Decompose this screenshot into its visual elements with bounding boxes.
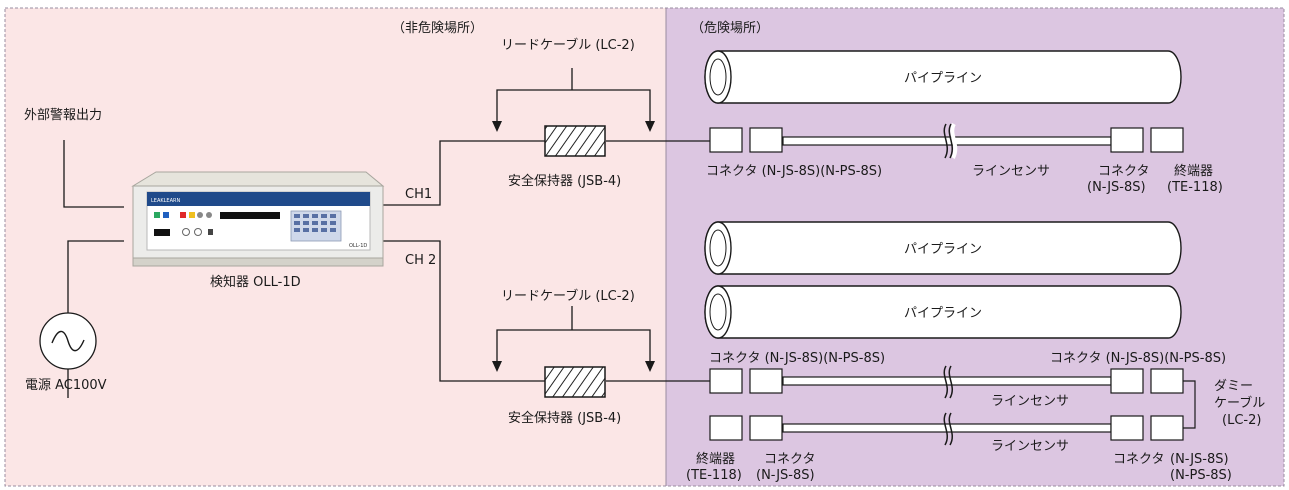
connector-end-label-3: コネクタ (1113, 452, 1164, 467)
connector-ps-3-end (1150, 415, 1184, 441)
pipeline-label-2: パイプライン (904, 242, 982, 257)
connector-js-3-end (1110, 415, 1144, 441)
terminator-model-1: (TE-118) (1167, 180, 1223, 195)
safety-barrier-label-bottom: 安全保持器 (JSB-4) (508, 410, 621, 426)
dummy-cable-link (1183, 380, 1196, 429)
wiring (63, 68, 710, 398)
power-label: 電源 AC100V (25, 378, 107, 393)
connector-model-3: (N-JS-8S) (756, 468, 815, 483)
terminator-model-3: (TE-118) (686, 468, 742, 483)
ch2-label: CH 2 (405, 253, 436, 268)
safety-barrier-label-top: 安全保持器 (JSB-4) (508, 173, 621, 189)
connector-js-1-end (1110, 127, 1144, 153)
break-marks (943, 122, 958, 446)
connector-end-model-1: (N-JS-8S) (1087, 180, 1146, 195)
terminator-3 (709, 415, 743, 441)
connector-end-js-3: (N-JS-8S) (1170, 452, 1229, 467)
detector-label: 検知器 OLL-1D (210, 274, 301, 290)
connector-ps-2 (749, 368, 783, 394)
connector-js-1 (709, 127, 743, 153)
connector-end-ps-3: (N-PS-8S) (1170, 468, 1232, 483)
arrowheads (492, 121, 655, 372)
dummy-cable-label-1: ダミー (1214, 379, 1253, 394)
safety-barrier-bottom (544, 366, 606, 398)
dummy-cable-label-2: ケーブル (1214, 395, 1265, 411)
connector-pair-label-2-end: コネクタ (N-JS-8S)(N-PS-8S) (1050, 351, 1226, 366)
connector-end-label-1: コネクタ (1098, 164, 1149, 179)
connector-ps-1 (749, 127, 783, 153)
dummy-cable-label-3: (LC-2) (1222, 413, 1261, 428)
detector-panel-tag: OLL-1D (349, 243, 367, 249)
lead-cable-label-bottom: リードケーブル (LC-2) (501, 288, 635, 304)
safety-barrier-top (544, 125, 606, 157)
ch1-label: CH1 (405, 187, 432, 202)
lead-cable-label-top: リードケーブル (LC-2) (501, 37, 635, 53)
terminator-label-1: 終端器 (1174, 163, 1213, 179)
pipelines (704, 50, 1182, 339)
line-sensor-label-2: ラインセンサ (991, 394, 1069, 409)
terminator-label-3: 終端器 (696, 451, 735, 467)
connector-js-2 (709, 368, 743, 394)
non-hazardous-zone-label: （非危険場所） (392, 21, 483, 36)
connector-ps-2-end (1150, 368, 1184, 394)
alarm-output-label: 外部警報出力 (24, 107, 102, 123)
line-sensor-label-3: ラインセンサ (991, 439, 1069, 454)
sensor-lines (709, 127, 1184, 441)
detector-brand: LEAKLEARN (151, 198, 180, 204)
connector-pair-label-1: コネクタ (N-JS-8S)(N-PS-8S) (706, 164, 882, 179)
hazardous-zone-label: （危険場所） (691, 21, 769, 36)
connector-pair-label-2: コネクタ (N-JS-8S)(N-PS-8S) (709, 351, 885, 366)
terminator-1 (1150, 127, 1184, 153)
connector-label-3: コネクタ (764, 452, 815, 467)
connector-js-3 (749, 415, 783, 441)
detector-unit: LEAKLEARN OLL-1D (131, 171, 385, 267)
line-sensor-label-1: ラインセンサ (972, 164, 1050, 179)
pipeline-label-1: パイプライン (904, 71, 982, 86)
pipeline-label-3: パイプライン (904, 306, 982, 321)
sine-wave-icon (51, 330, 85, 352)
connector-js-2-end (1110, 368, 1144, 394)
diagram-border (4, 7, 1285, 487)
